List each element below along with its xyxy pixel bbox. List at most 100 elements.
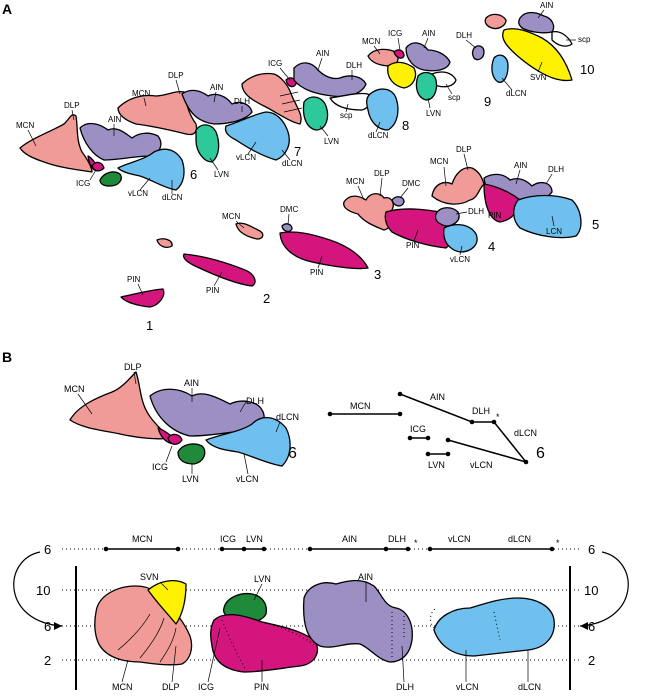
row-vlcn-label: vLCN: [448, 534, 471, 544]
s2-small-blob: [156, 238, 173, 248]
s3-mcn-leader: [235, 220, 245, 229]
bottom-ain-shape: [302, 579, 413, 663]
s7-mcn-shape: [117, 90, 198, 136]
s8-lvn-label: LVN: [324, 137, 339, 146]
s6-icg-shape: [91, 161, 105, 172]
bottom-dlh-label: DLH: [396, 682, 414, 692]
s6-mcn-shape: [19, 114, 93, 173]
sch-ain-label: AIN: [430, 392, 445, 402]
s10-dlcn-shape: [491, 54, 509, 83]
b-ain-label: AIN: [184, 378, 199, 388]
bottom-lcn-dots: [430, 607, 501, 641]
sch-mcn-label: MCN: [350, 401, 371, 411]
s5-pin-label: PIN: [488, 211, 502, 220]
s6-icg-label: ICG: [76, 179, 90, 188]
s7-mcn-leader: [143, 97, 147, 107]
s10-ain-label: AIN: [540, 1, 554, 10]
s9-lvn-label: LVN: [426, 109, 441, 118]
section-4: MCN DLP DMC PIN DLH vLCN 4: [343, 169, 495, 264]
s7-dlcn-leader: [281, 149, 291, 161]
bottom-svn-shape: [147, 579, 187, 625]
row-icg-label: ICG: [220, 534, 236, 544]
b-dlcn-label: dLCN: [276, 412, 299, 422]
s8-scp-leader: [345, 103, 349, 113]
b-dlh-label: DLH: [246, 396, 264, 406]
s9-lvn-leader: [427, 97, 431, 109]
level-2-right: 2: [588, 653, 595, 668]
level-6-right: 6: [588, 619, 595, 634]
s1-pin-shape: [120, 288, 165, 308]
bottom-vlcn-label: vLCN: [456, 682, 479, 692]
s4-pin-leader: [413, 229, 419, 242]
bottom-mcn-label: MCN: [112, 682, 133, 692]
s7-ain-shape: [181, 89, 253, 125]
sch-icg-label: ICG: [410, 424, 426, 434]
bottom-pin-shape: [210, 614, 319, 673]
bottom-dlcn-label: dLCN: [518, 682, 541, 692]
s9-mcn-label: MCN: [362, 37, 380, 46]
s8-icg-label: ICG: [268, 59, 282, 68]
s5-dlp-label: DLP: [456, 145, 472, 154]
sch-star: *: [496, 412, 500, 422]
s2-pin-shape: [182, 253, 256, 287]
row-star-1: *: [414, 538, 418, 548]
bottom-dlp-leader: [171, 645, 177, 683]
level-10-right: 10: [584, 583, 598, 598]
s7-ain-label: AIN: [210, 83, 224, 92]
b-vlcn-leader: [243, 453, 249, 475]
b-icg-leader: [165, 445, 173, 463]
s10-scp-shape: [551, 30, 573, 47]
panel-b-letter: B: [2, 349, 12, 365]
s9-dlh-leader: [465, 39, 477, 49]
s7-mcn-label: MCN: [132, 89, 150, 98]
s9-svn-shape: [387, 61, 417, 89]
section-5: MCN DLP AIN DLH PIN LCN 5: [430, 145, 599, 239]
sch-dlh-label: DLH: [472, 406, 490, 416]
bottom-svn-leader: [159, 581, 169, 591]
s6-mcn-label: MCN: [16, 121, 34, 130]
bottom-dlh-dots: [391, 612, 405, 658]
s6-lvn-shape: [99, 171, 122, 187]
s9-ain-leader: [423, 37, 429, 49]
s8-dlcn-shape: [366, 88, 399, 131]
b-icg-shape: [167, 433, 183, 445]
s4-mcn-label: MCN: [346, 177, 364, 186]
section-number-2: 2: [263, 291, 270, 306]
s8-ain-leader: [317, 57, 323, 71]
s8-ain-shape: [293, 62, 367, 98]
row-star-2: *: [556, 538, 560, 548]
s8-lvn-leader: [319, 125, 329, 137]
s7-dlh-label: DLH: [234, 97, 250, 106]
s5-mcn-label: MCN: [430, 157, 448, 166]
level-top-right: 6: [588, 542, 595, 557]
s10-blob: [484, 13, 507, 30]
s9-dlh-shape: [471, 45, 485, 61]
s3-mcn-shape: [235, 222, 264, 240]
s6-lcn-shape: [117, 148, 185, 191]
b-mcn-shape: [69, 371, 171, 440]
bottom-lcn-shape: [433, 597, 555, 657]
sch-lvn-label: LVN: [428, 460, 445, 470]
s5-dlh-label: DLH: [548, 165, 564, 174]
level-6-left: 6: [44, 619, 51, 634]
s9-icg-leader: [397, 37, 401, 51]
s7-dlcn-label: dLCN: [282, 159, 303, 168]
right-return-arrow: [579, 551, 629, 627]
s9-mcn-shape: [367, 48, 399, 67]
s4-dmc-leader: [399, 187, 409, 199]
section-10: AIN scp SVN dLCN 10: [484, 1, 594, 98]
s6-dlp-leader: [71, 109, 75, 121]
s4-dlh-label: DLH: [468, 207, 484, 216]
s5-ain-leader: [515, 169, 521, 185]
s4-dmc-label: DMC: [402, 179, 420, 188]
bottom-diagram: 6 6 MCN ICG LVN AIN DLH * vLCN dLCN * 10…: [13, 534, 629, 692]
s4-pin-label: PIN: [406, 241, 420, 250]
s4-dlh-leader: [455, 211, 468, 215]
s6-vlcn-label: vLCN: [128, 189, 148, 198]
s5-mcn-shape: [431, 166, 485, 205]
b-mcn-leader: [77, 393, 93, 415]
s9-icg-label: ICG: [388, 29, 402, 38]
s4-vlcn-leader: [459, 245, 463, 256]
s9-dlh-label: DLH: [456, 31, 472, 40]
